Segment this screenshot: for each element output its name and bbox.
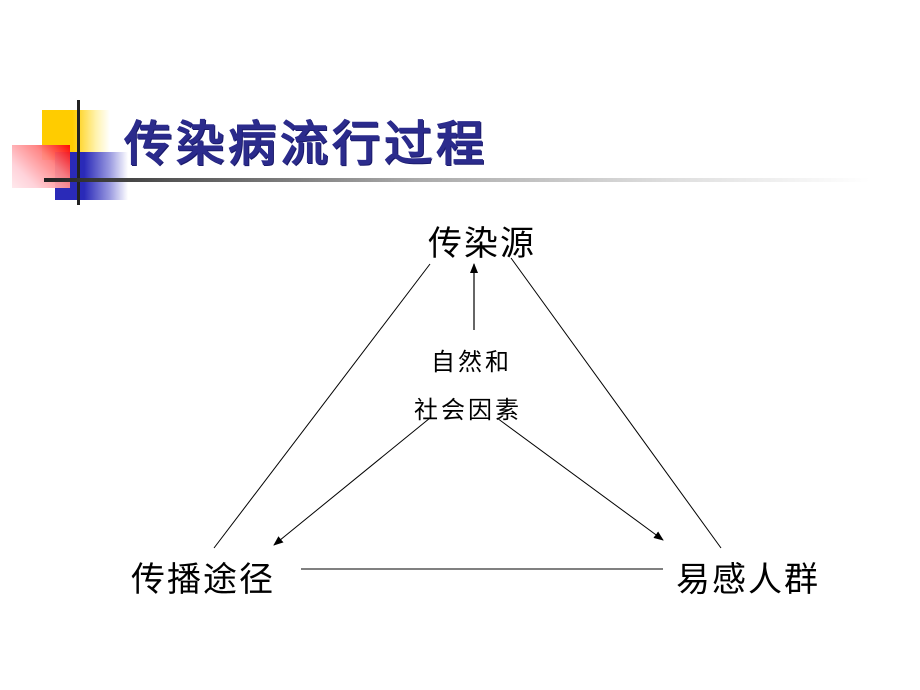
node-susceptible: 易感人群 [676, 560, 820, 600]
edge-source-susceptible [510, 257, 722, 549]
arrow-center-to-route [273, 417, 431, 546]
title-underline [44, 178, 870, 182]
arrow-center-to-susceptible [496, 417, 664, 541]
edge-source-route [213, 263, 431, 549]
center-label-line1: 自然和 [431, 348, 512, 376]
node-route: 传播途径 [131, 560, 275, 600]
slide-title: 传染病流行过程 [124, 116, 489, 172]
node-source: 传染源 [428, 224, 536, 264]
decor-vertical-line [77, 100, 80, 205]
center-label-line2: 社会因素 [414, 396, 522, 424]
